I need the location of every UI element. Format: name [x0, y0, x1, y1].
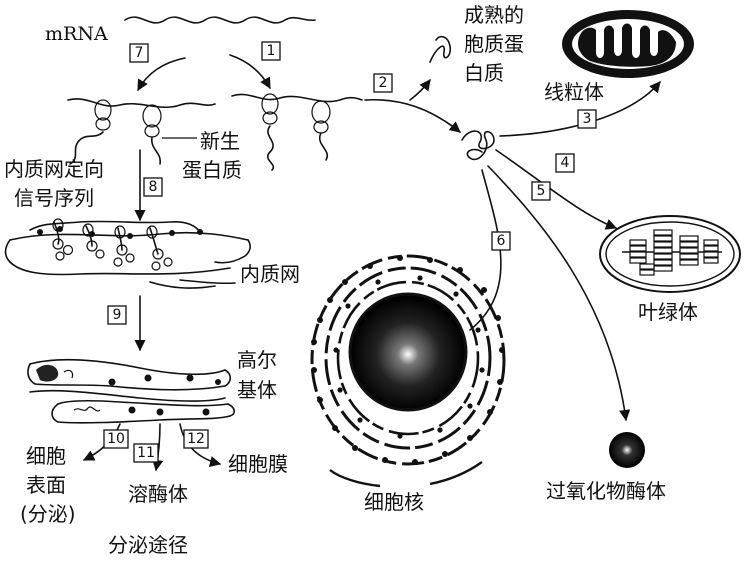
- arrow-mature-protein: [409, 79, 431, 101]
- step-number-2: 2: [379, 75, 388, 91]
- step-marker-5: 5: [531, 181, 551, 201]
- step-number-11: 11: [137, 445, 155, 461]
- step-number-3: 3: [583, 111, 592, 127]
- arrow-step-2: [364, 98, 461, 133]
- step-marker-8: 8: [143, 177, 163, 197]
- peroxisome-label: 过氧化物酶体: [546, 479, 666, 503]
- golgi-label-line2: 基体: [237, 378, 277, 402]
- mature-protein-squiggle: [429, 35, 452, 63]
- nucleus: [310, 254, 506, 488]
- ribosome-cluster-right: [231, 93, 363, 171]
- er-signal-label-line2: 信号序列: [14, 186, 94, 210]
- step-number-6: 6: [497, 233, 506, 249]
- cell-membrane-label: 细胞膜: [228, 452, 288, 476]
- mitochondrion-label: 线粒体: [544, 80, 604, 104]
- mature-protein-label-line1: 成熟的: [464, 3, 524, 27]
- free-protein-coil: [461, 130, 495, 161]
- step-marker-10: 10: [103, 429, 129, 449]
- arrow-step-7: [137, 57, 186, 91]
- step-marker-3: 3: [577, 109, 597, 129]
- ribosome-cluster-left: [67, 98, 216, 165]
- secretory-pathway-label: 分泌途径: [108, 533, 188, 557]
- mrna-label: mRNA: [45, 23, 108, 45]
- nascent-protein-label-line2: 蛋白质: [182, 158, 242, 182]
- step-marker-9: 9: [107, 305, 127, 325]
- arrow-step-5: [487, 165, 631, 422]
- step-marker-11: 11: [133, 443, 159, 463]
- step-number-9: 9: [113, 307, 122, 323]
- mrna-strand: [124, 16, 316, 24]
- er-signal-label-line1: 内质网定向: [4, 157, 104, 181]
- golgi-apparatus: [27, 358, 236, 424]
- endoplasmic-reticulum: [4, 218, 251, 289]
- step-number-5: 5: [537, 183, 546, 199]
- step-marker-1: 1: [261, 41, 281, 61]
- mature-protein-label-line2: 胞质蛋: [464, 32, 524, 56]
- arrow-step-12: [179, 423, 222, 467]
- step-marker-2: 2: [373, 73, 393, 93]
- step-number-1: 1: [267, 43, 276, 59]
- chloroplast-label: 叶绿体: [638, 300, 698, 324]
- cell-surface-label-line3: (分泌): [20, 502, 76, 526]
- step-number-7: 7: [135, 45, 144, 61]
- mitochondrion: [562, 10, 694, 78]
- cell-surface-label-line1: 细胞: [26, 444, 66, 468]
- step-marker-7: 7: [129, 43, 149, 63]
- step-marker-6: 6: [491, 231, 511, 251]
- step-number-10: 10: [107, 431, 125, 447]
- lysosome-label: 溶酶体: [128, 482, 188, 506]
- peroxisome: [609, 432, 645, 468]
- cell-surface-label-line2: 表面: [26, 473, 66, 497]
- golgi-label-line1: 高尔: [237, 348, 277, 372]
- chloroplast: [599, 215, 741, 293]
- step-number-12: 12: [187, 431, 205, 447]
- step-marker-12: 12: [183, 429, 209, 449]
- mature-protein-label-line3: 白质: [464, 61, 504, 85]
- nucleus-label: 细胞核: [364, 490, 424, 514]
- arrow-step-1: [229, 54, 271, 89]
- step-number-4: 4: [561, 155, 570, 171]
- step-number-8: 8: [149, 179, 158, 195]
- er-label: 内质网: [240, 262, 300, 286]
- nascent-protein-label-line1: 新生: [200, 129, 240, 153]
- step-marker-4: 4: [555, 153, 575, 173]
- arrow-step-4: [495, 149, 618, 230]
- arrow-step-11: [152, 423, 164, 472]
- arrow-step-6: [469, 169, 502, 331]
